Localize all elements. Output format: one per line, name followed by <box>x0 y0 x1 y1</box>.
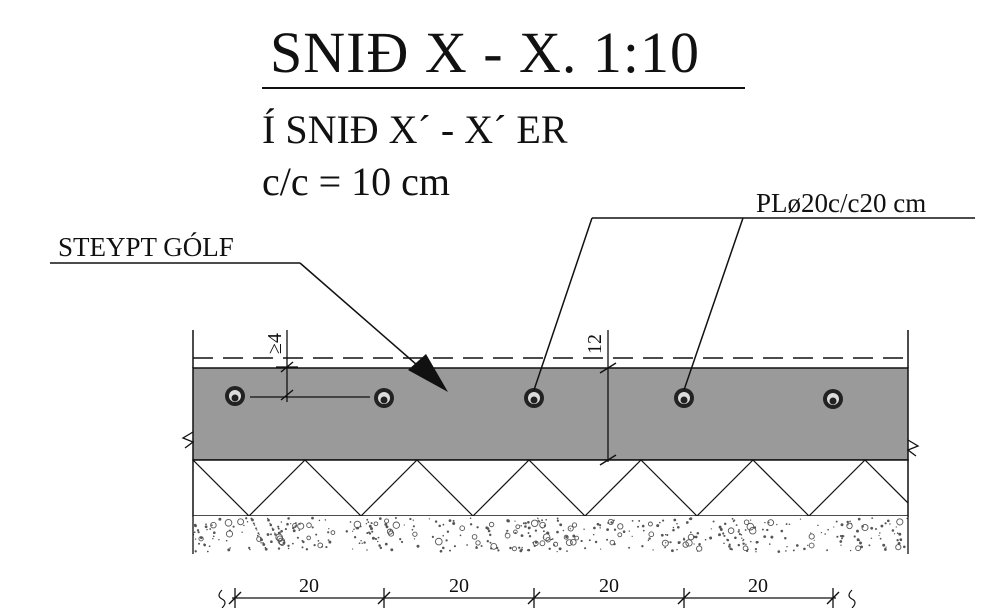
spacing-dimension: 20 20 20 20 <box>218 575 856 608</box>
rebar-4 <box>674 388 694 408</box>
floor-callout-label: STEYPT GÓLF <box>58 232 234 262</box>
spacing-text-3: 20 <box>599 575 619 597</box>
rebar-2 <box>374 388 394 408</box>
rebar-5 <box>823 389 843 409</box>
thickness-dimension: 12 <box>584 330 617 466</box>
spacing-text-4: 20 <box>748 575 768 597</box>
gravel-layer <box>193 516 908 554</box>
rebar-3 <box>524 388 544 408</box>
thickness-dimension-text: 12 <box>584 334 606 354</box>
spacing-text-1: 20 <box>299 575 319 597</box>
floor-leader-line <box>299 262 426 373</box>
rebar-leader-line-2 <box>683 217 744 391</box>
drawing-subtitle-line1: Í SNIÐ X´ - X´ ER <box>262 107 568 152</box>
cover-dimension: ≥4 <box>250 330 370 402</box>
insulation-hatch <box>193 460 908 516</box>
insulation-layer <box>192 459 909 517</box>
slab-break-right <box>906 439 920 457</box>
spacing-text-2: 20 <box>449 575 469 597</box>
gravel-pattern <box>193 516 908 553</box>
rebar-1 <box>225 386 245 406</box>
drawing-title: SNIÐ X - X. 1:10 <box>270 20 701 85</box>
cover-dimension-text: ≥4 <box>264 333 286 354</box>
slab-break-left <box>181 431 195 449</box>
rebar-callout-label: PLø20c/c20 cm <box>756 188 927 218</box>
floor-leader-arrowhead <box>408 354 448 392</box>
leader-lines <box>299 217 744 392</box>
rebar-leader-line-1 <box>533 217 593 391</box>
concrete-slab <box>192 367 909 461</box>
rebar-row <box>225 386 843 409</box>
drawing-subtitle-line2: c/c = 10 cm <box>262 159 451 204</box>
